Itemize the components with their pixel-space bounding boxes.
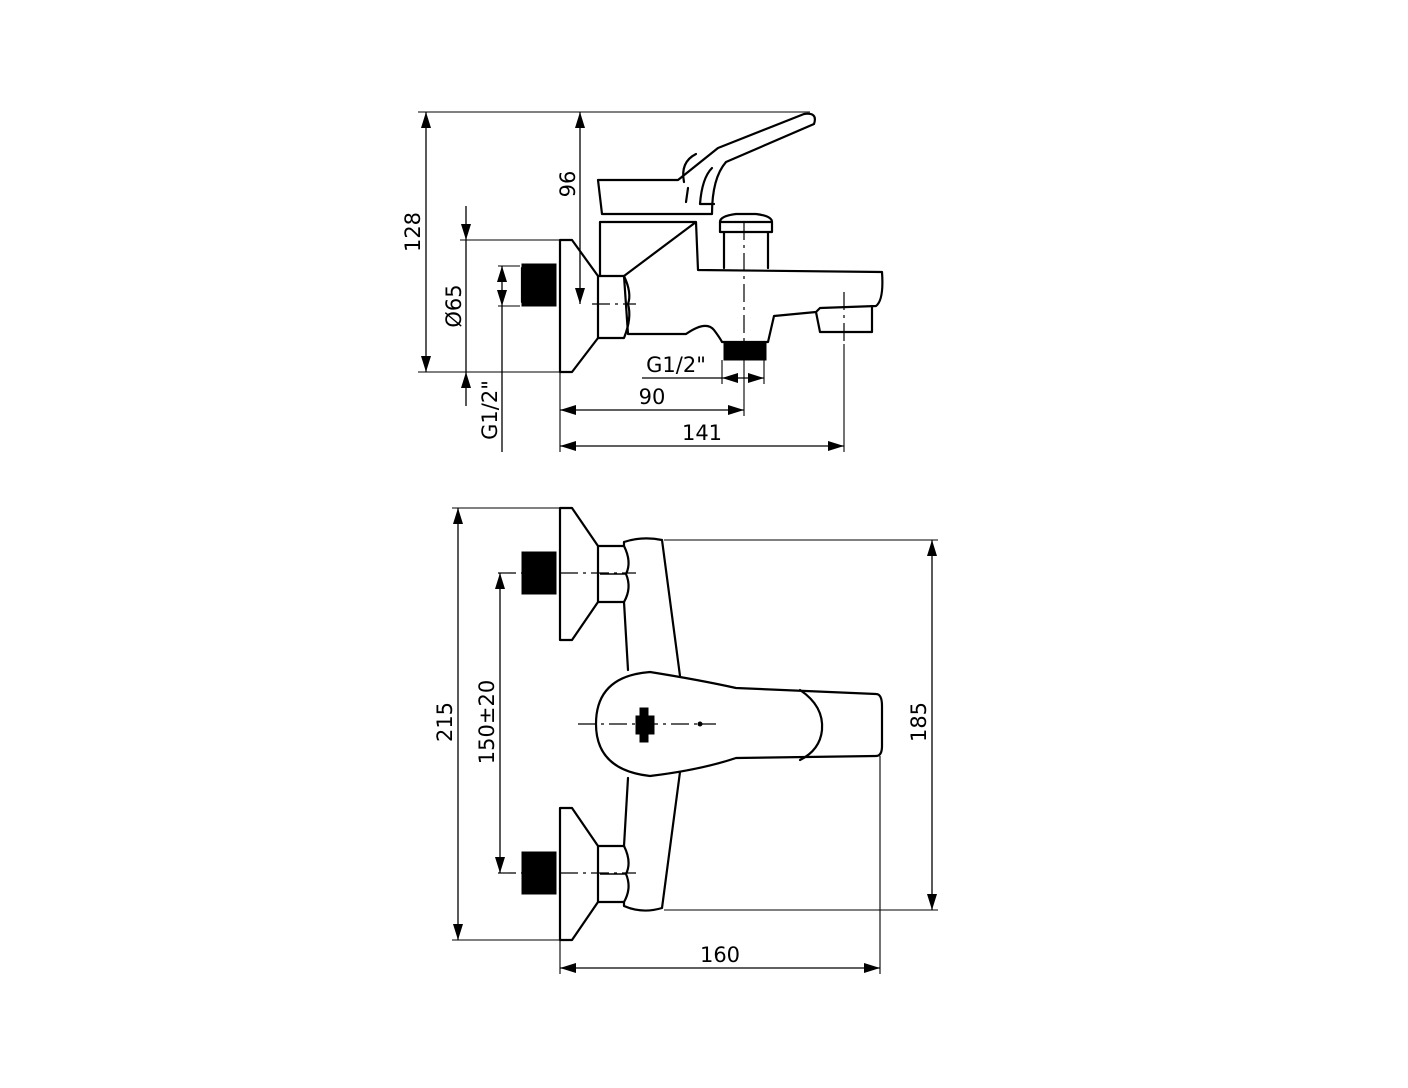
front-lower-flange [558,806,600,942]
side-dim-outlet-offset: 90 [639,385,666,409]
front-body [622,537,682,912]
front-upper-flange [558,506,600,642]
side-lever [596,112,816,216]
side-inlet-thread [521,263,557,307]
front-dim-total-width: 160 [700,943,740,967]
front-lever-emblem [635,707,655,743]
side-dim-flange-diameter: Ø65 [442,284,466,327]
front-dim-inlet-spacing: 150±20 [475,680,499,764]
side-flange [558,238,600,374]
side-body [598,220,884,344]
side-dim-total-height: 128 [401,212,425,252]
front-dim-total-height: 215 [433,702,457,742]
side-dim-total-depth: 141 [682,421,722,445]
front-dim-body-height: 185 [907,702,931,742]
side-diverter-knob [718,212,774,270]
side-dim-outlet-thread: G1/2" [646,353,706,377]
side-dim-lever-height: 96 [556,171,580,198]
side-dim-inlet-thread: G1/2" [478,380,502,440]
side-outlet-thread [723,341,767,361]
front-view: 215 150±20 185 160 [433,506,938,974]
side-spout-outlet [814,304,874,334]
side-view: 128 96 Ø65 G1/2" G1/2" 90 [401,111,884,452]
